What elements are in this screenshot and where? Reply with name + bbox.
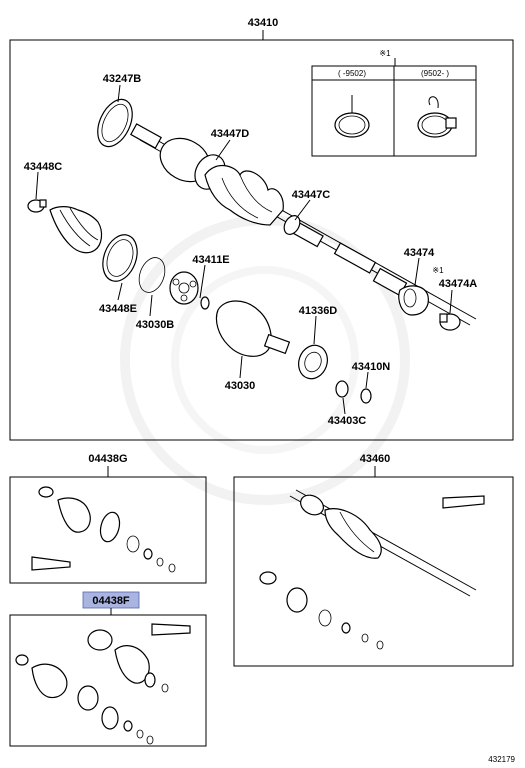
note-mark-top: ※1 — [379, 49, 391, 58]
inboard-joint-43030 — [215, 300, 291, 357]
ring-43247B — [97, 98, 133, 148]
seal-41336D — [298, 344, 328, 380]
label-43447D[interactable]: 43447D — [211, 128, 250, 140]
label-43411E[interactable]: 43411E — [192, 254, 229, 266]
label-43448C[interactable]: 43448C — [24, 161, 63, 173]
band-clamp-new-icon — [417, 96, 457, 138]
note-col2-label: (9502- ) — [421, 69, 449, 78]
leader-lines-main — [35, 84, 453, 415]
note-col1-label: ( -9502) — [338, 69, 366, 78]
note-mark-43474A: ※1 — [432, 266, 444, 275]
boot-43447C — [283, 215, 301, 235]
boot-inboard — [49, 206, 103, 254]
kit-04438G-parts — [31, 486, 176, 573]
label-43030[interactable]: 43030 — [225, 380, 256, 392]
diagram-id: 432179 — [488, 755, 515, 764]
label-43410[interactable]: 43410 — [248, 17, 279, 29]
label-43460[interactable]: 43460 — [360, 453, 391, 465]
label-41336D[interactable]: 41336D — [299, 305, 338, 317]
ring-43410N — [360, 388, 372, 404]
label-43447C[interactable]: 43447C — [292, 189, 331, 201]
label-43448E[interactable]: 43448E — [99, 303, 137, 315]
assembly-43460-parts — [259, 489, 485, 650]
snap-ring-small — [200, 296, 210, 310]
label-43410N[interactable]: 43410N — [352, 361, 391, 373]
boot-43447D — [204, 165, 284, 226]
spider-43411E — [169, 271, 199, 305]
clamp-43448C — [27, 199, 47, 213]
main-assembly-frame — [9, 39, 514, 441]
kit-04438G-frame — [9, 476, 207, 584]
ring-43030B — [138, 257, 166, 293]
kit-04438F-parts — [15, 623, 191, 745]
label-43030B[interactable]: 43030B — [136, 319, 175, 331]
label-43247B[interactable]: 43247B — [103, 73, 142, 85]
label-04438F[interactable]: 04438F — [92, 595, 130, 607]
band-43448E — [102, 234, 138, 282]
label-04438G[interactable]: 04438G — [88, 453, 127, 465]
label-43403C[interactable]: 43403C — [328, 415, 367, 427]
label-43474A[interactable]: 43474A — [439, 278, 478, 290]
label-43474[interactable]: 43474 — [404, 247, 435, 259]
clamp-43474A — [439, 313, 461, 331]
kit-04438F-frame — [9, 614, 207, 747]
ring-43403C — [335, 380, 349, 398]
band-clamp-old-icon — [334, 95, 370, 138]
damper-43474 — [398, 285, 429, 316]
assembly-43460-frame — [233, 476, 514, 667]
